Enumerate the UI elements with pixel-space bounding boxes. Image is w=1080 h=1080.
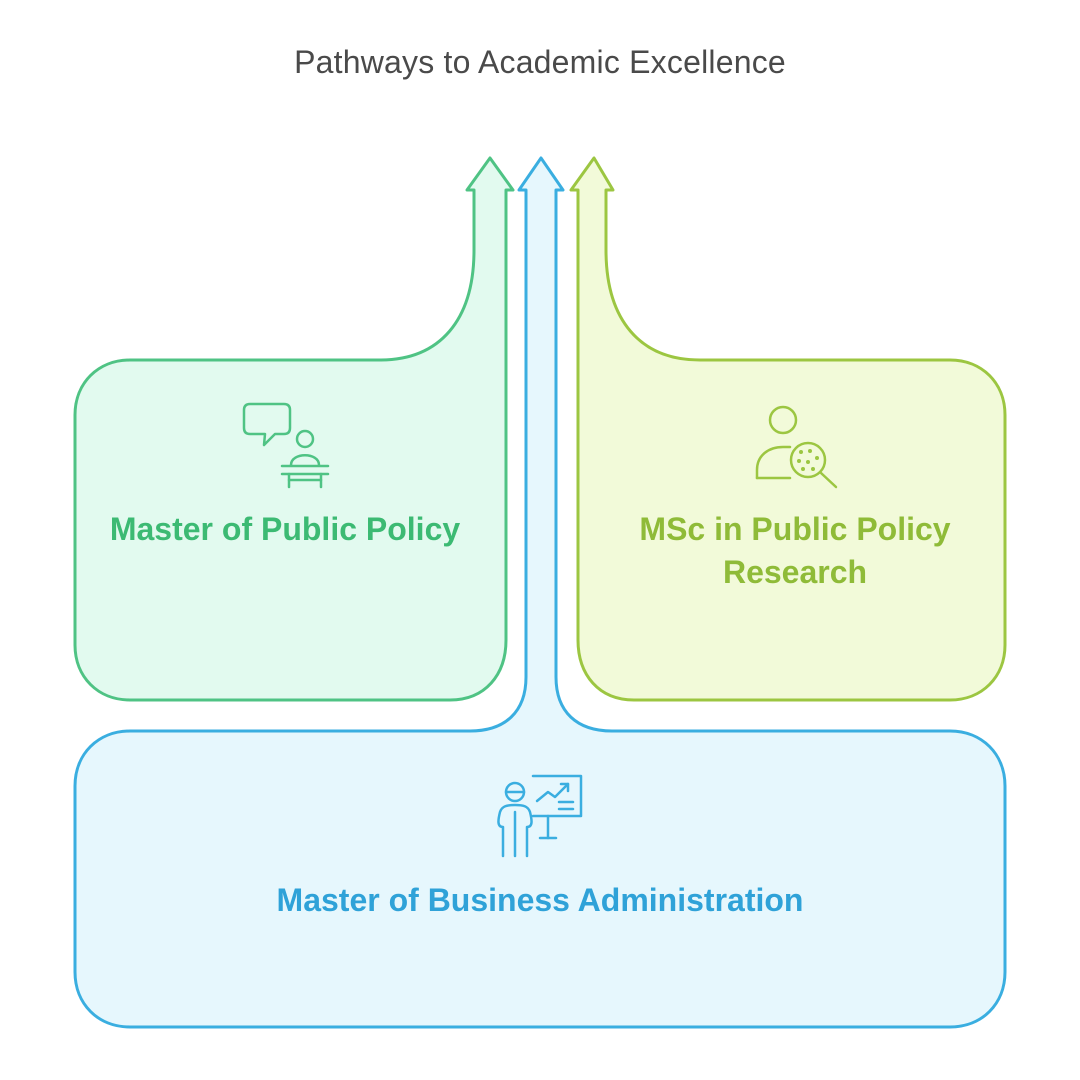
- diagram-title: Pathways to Academic Excellence: [294, 44, 786, 80]
- person-magnifier-research-icon: [755, 405, 838, 489]
- business-admin-pathway-shape: [73, 156, 1007, 1029]
- public-policy-pathway-shape: [73, 156, 515, 702]
- presenter-chart-board-icon: [497, 774, 583, 858]
- policy-research-pathway-shape: [569, 156, 1007, 702]
- business-admin-label: Master of Business Administration: [276, 882, 804, 918]
- public-policy-label: Master of Public Policy: [109, 511, 461, 547]
- policy-research-label: MSc in Public Policy Research: [639, 511, 951, 590]
- speaker-at-podium-icon: [242, 402, 330, 489]
